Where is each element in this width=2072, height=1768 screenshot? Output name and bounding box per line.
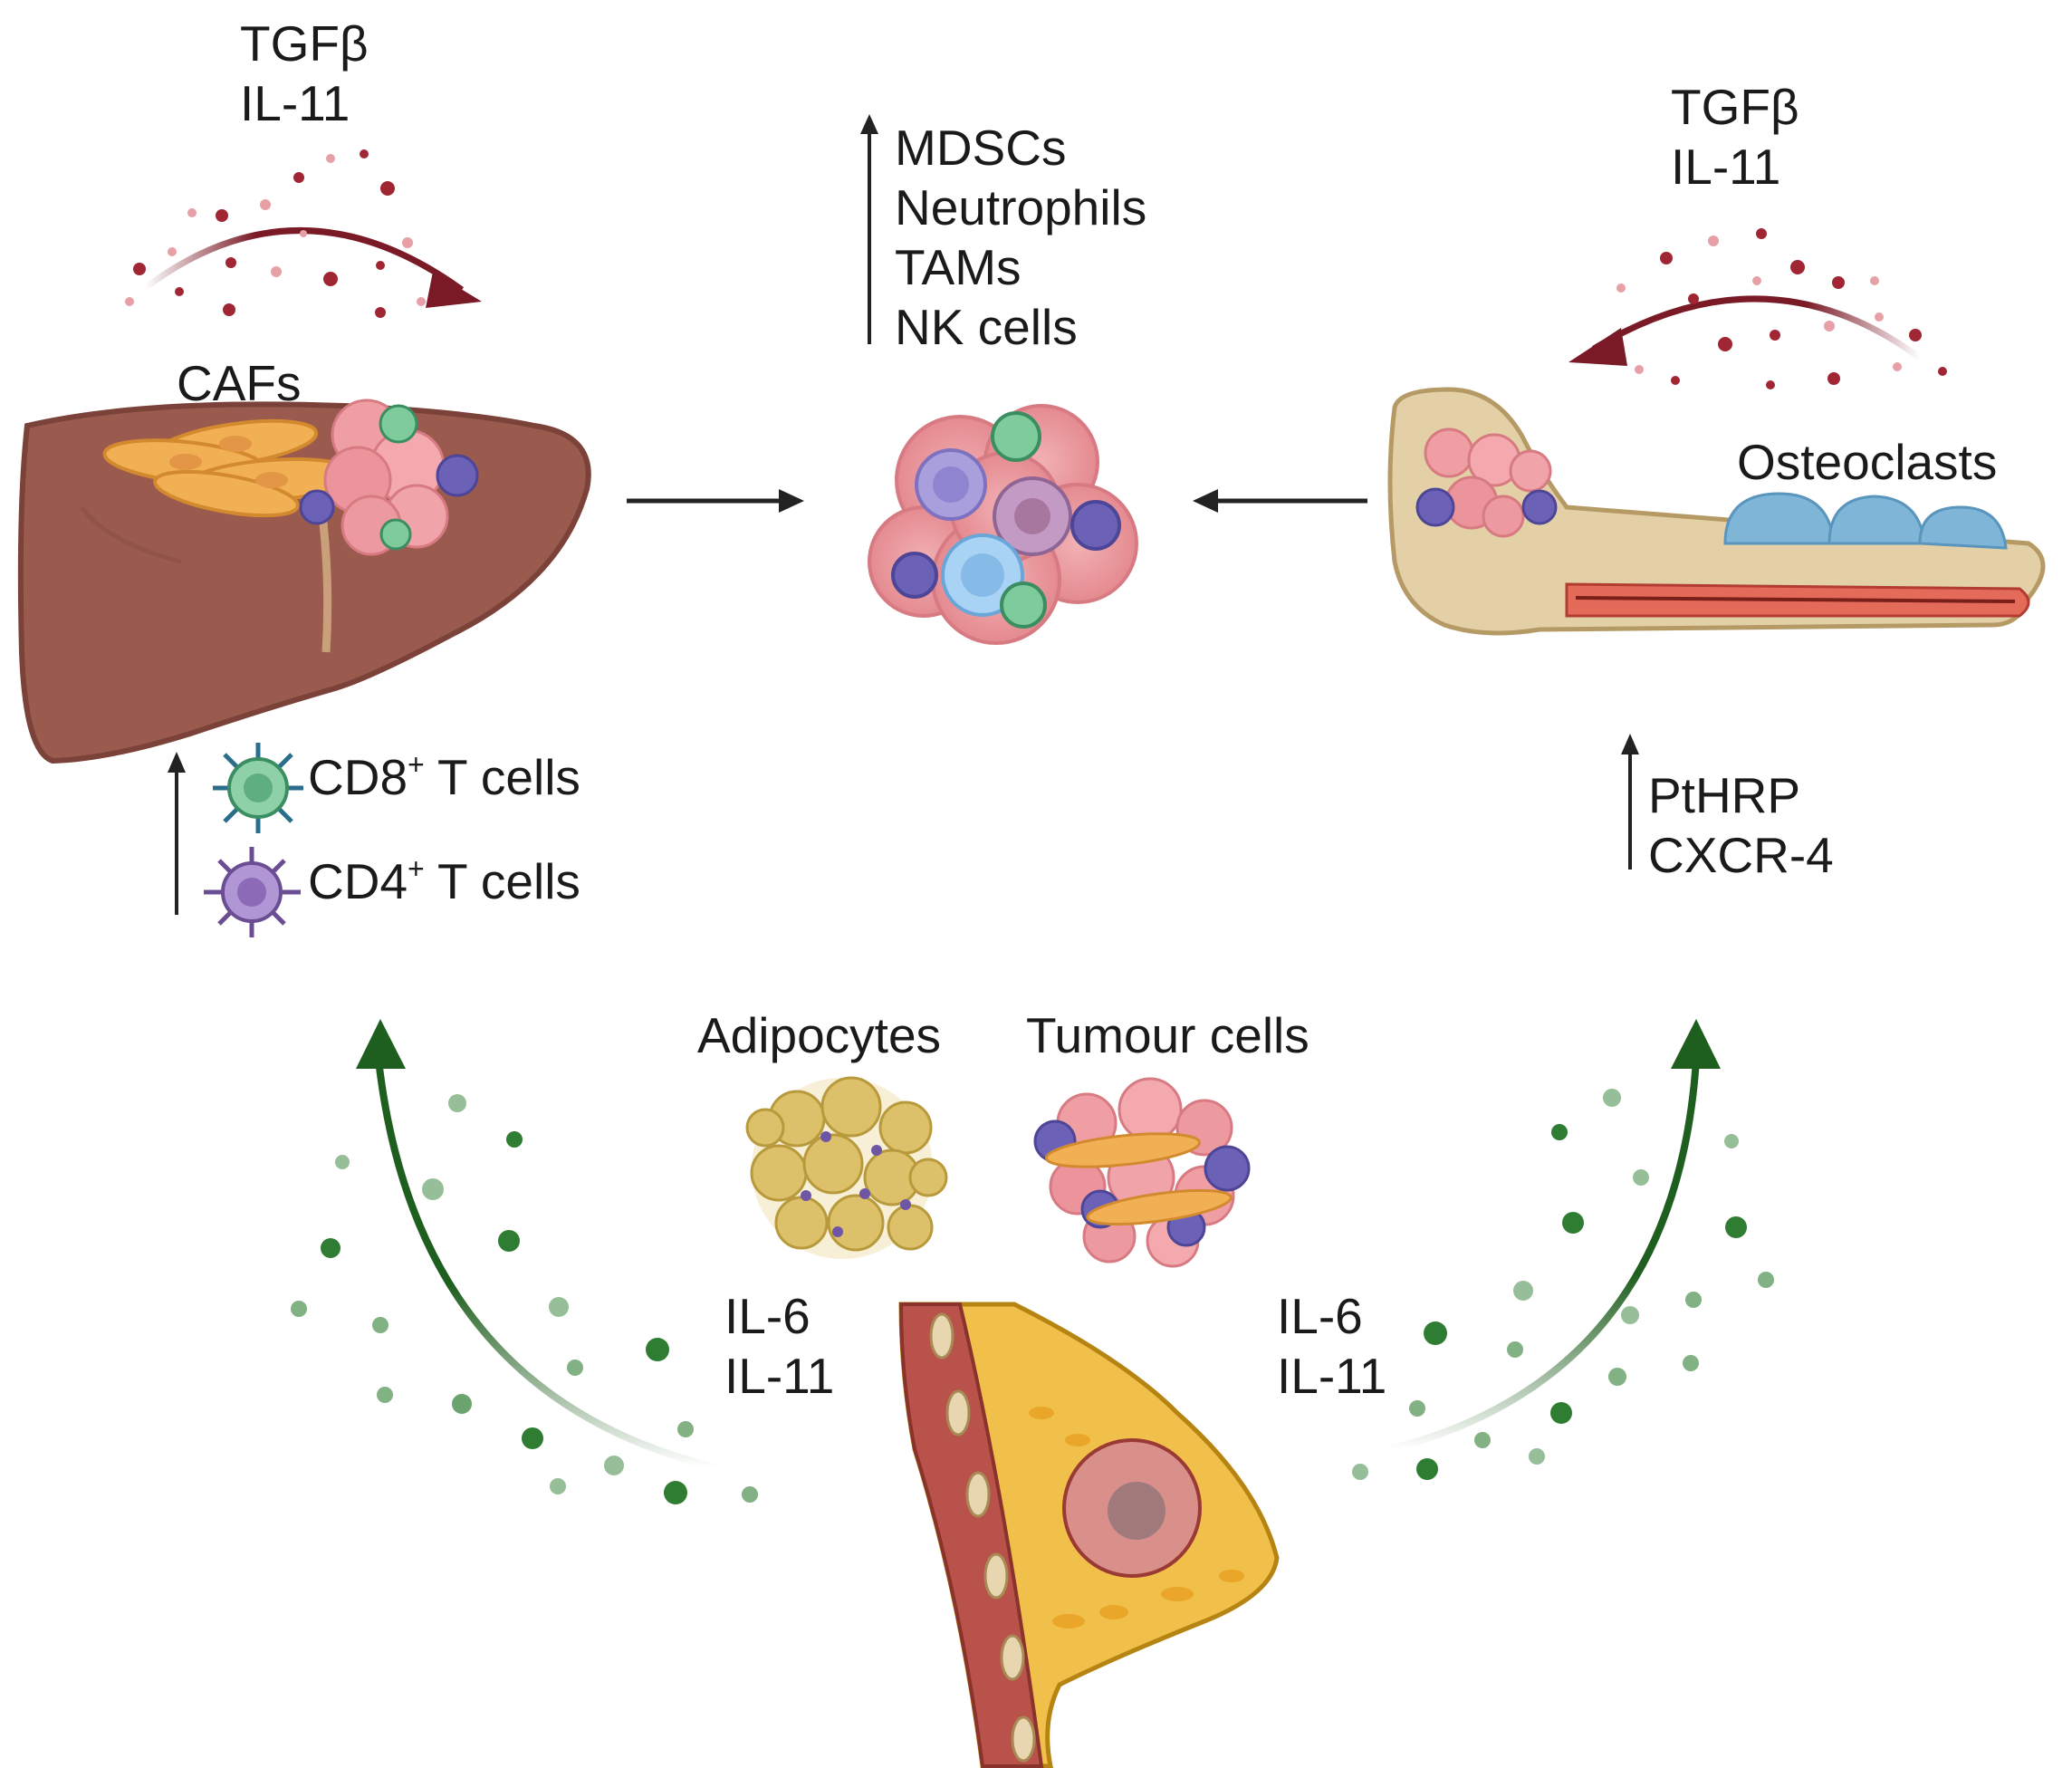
cytokine-spray-left [125,149,482,318]
bone-factor-label: PtHRP [1648,767,1801,823]
immune-cell-label: MDSCs [895,120,1067,176]
bone-factor-label: CXCR-4 [1648,827,1834,883]
green-arrowhead-icon-right [1671,1019,1721,1069]
cd8-rest: T cells [424,749,580,805]
cd4-rest: T cells [424,853,580,909]
cd8-sup: + [408,748,425,781]
cytokine-label: IL-11 [1277,1348,1387,1404]
green-arrow-right [1352,1019,1774,1480]
bone-icon [1387,387,2046,636]
immune-cell-label: Neutrophils [895,179,1147,235]
arrow-liver-to-tumor [627,489,804,513]
cytokine-label: IL-11 [240,75,350,131]
green-arrow-left [291,1019,758,1504]
cytokine-label: IL-11 [724,1348,835,1404]
cd4-t-cell-icon [204,847,301,937]
immune-up-list: MDSCs Neutrophils TAMs NK cells [895,118,1146,357]
cd4-name: CD4 [308,853,408,909]
adipocyte-cluster-icon [745,1076,948,1259]
red-arrowhead-icon-right [1568,328,1627,366]
caf-label: CAFs [177,355,302,411]
tumour-cells-label: Tumour cells [1026,1007,1309,1063]
bone-tumor-cluster [1415,428,1558,538]
arrow-bone-to-tumor [1193,489,1367,513]
osteoclast-icon [1723,492,2008,550]
up-arrow-immune-list [860,114,878,344]
cytokines-top-right: TGFβ IL-11 [1671,77,1799,197]
cd8-t-cells-label: CD8+ T cells [308,747,580,807]
cytokines-bottom-left: IL-6 IL-11 [724,1286,834,1406]
cytokine-label: IL-6 [724,1288,811,1344]
cytokine-label: IL-6 [1277,1288,1363,1344]
red-arrowhead-icon [426,272,482,308]
immune-cell-label: NK cells [895,299,1078,355]
cd8-t-cell-icon [213,743,303,833]
breast-icon [898,1302,1280,1768]
up-arrow-bone-list [1621,734,1639,870]
liver-tumor-cluster [299,399,479,556]
green-arrowhead-icon [356,1019,406,1069]
cd4-t-cells-label: CD4+ T cells [308,851,580,911]
cytokine-label: TGFβ [1671,79,1799,135]
up-arrow-tcells [168,752,186,915]
central-tumor-cluster [868,404,1138,645]
immune-cell-label: TAMs [895,239,1022,295]
cytokine-spray-right [1568,228,1947,389]
osteoclasts-label: Osteoclasts [1737,434,1998,490]
cytokine-label: IL-11 [1671,139,1781,195]
cytokine-label: TGFβ [240,15,369,72]
cd4-sup: + [408,852,425,885]
cd8-name: CD8 [308,749,408,805]
cytokines-bottom-right: IL-6 IL-11 [1277,1286,1386,1406]
cytokines-top-left: TGFβ IL-11 [240,14,369,133]
tumour-cells-cluster-icon [1033,1077,1251,1268]
bone-up-list: PtHRP CXCR-4 [1648,765,1834,885]
adipocytes-label: Adipocytes [697,1007,942,1063]
